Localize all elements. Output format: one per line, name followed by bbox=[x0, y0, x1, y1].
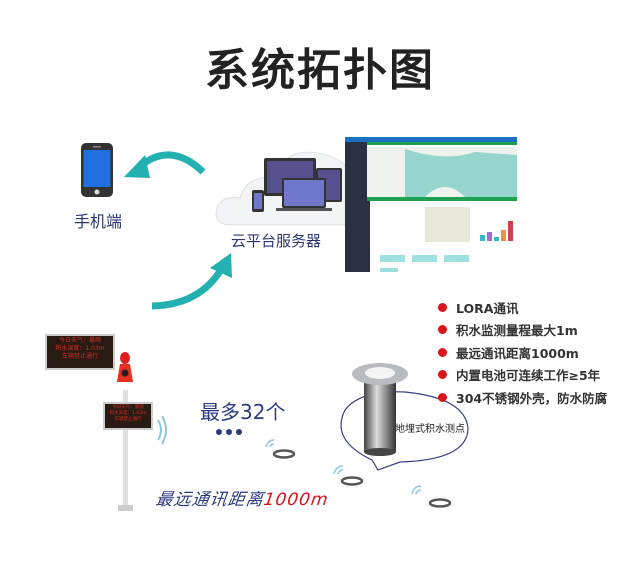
led-line: 车辆禁止通行 bbox=[61, 353, 98, 360]
bullet-icon bbox=[438, 302, 447, 312]
mobile-label: 手机端 bbox=[74, 212, 123, 231]
led-line: 今日天气：暴雨 bbox=[58, 337, 101, 344]
page-title: 系统拓扑图 bbox=[205, 45, 435, 96]
led-line: 车辆禁止通行 bbox=[114, 417, 142, 422]
feature-item: 积水监测量程最大1m bbox=[438, 319, 607, 342]
sensor-node bbox=[265, 439, 296, 459]
feature-text: LORA通讯 bbox=[456, 300, 519, 316]
led-line: 积水深度：1.03m bbox=[109, 411, 147, 416]
range-prefix: 最远通讯距离 bbox=[154, 490, 266, 510]
led-display-small: 今日天气：暴雨 积水深度：1.03m 车辆禁止通行 bbox=[103, 402, 153, 430]
feature-list: LORA通讯 积水监测量程最大1m 最远通讯距离1000m 内置电池可连续工作≥… bbox=[438, 296, 607, 409]
dashboard-screenshot bbox=[345, 137, 517, 272]
arrow-to-cloud bbox=[151, 266, 226, 310]
cloud-devices-icon bbox=[215, 151, 368, 226]
bullet-icon bbox=[438, 325, 447, 335]
feature-text: 积水监测量程最大1m bbox=[456, 323, 578, 339]
feature-item: 304不锈钢外壳，防水防腐 bbox=[438, 386, 607, 409]
sensor-node bbox=[333, 465, 364, 486]
feature-text: 内置电池可连续工作≥5年 bbox=[456, 368, 601, 384]
arrow-head-mobile bbox=[124, 155, 150, 178]
bullet-icon bbox=[438, 392, 447, 402]
speech-bubble bbox=[340, 391, 469, 471]
bullet-icon bbox=[438, 347, 447, 357]
feature-item: 最远通讯距离1000m bbox=[438, 341, 607, 364]
sensor-label: 地埋式积水测点 bbox=[395, 424, 465, 435]
wifi-icon bbox=[157, 415, 167, 445]
range-value: 1000m bbox=[262, 490, 330, 510]
ellipsis-icon bbox=[216, 429, 242, 435]
feature-item: LORA通讯 bbox=[438, 296, 607, 319]
feature-text: 最远通讯距离1000m bbox=[456, 345, 579, 361]
cloud-label: 云平台服务器 bbox=[231, 232, 322, 250]
bullet-icon bbox=[438, 370, 447, 380]
led-line: 积水深度：1.03m bbox=[55, 345, 105, 352]
max-nodes-label: 最多32个 bbox=[200, 400, 286, 424]
buried-sensor-icon bbox=[352, 363, 408, 456]
led-line: 今日天气：暴雨 bbox=[112, 405, 144, 410]
sensor-node bbox=[411, 485, 452, 508]
alarm-pole-icon bbox=[117, 352, 167, 511]
arrow-head-cloud bbox=[210, 253, 232, 278]
feature-text: 304不锈钢外壳，防水防腐 bbox=[456, 390, 608, 406]
range-label: 最远通讯距离1000m bbox=[154, 485, 330, 510]
smartphone-icon bbox=[81, 143, 113, 197]
feature-item: 内置电池可连续工作≥5年 bbox=[438, 364, 607, 387]
led-display-large: 今日天气：暴雨 积水深度：1.03m 车辆禁止通行 bbox=[45, 334, 115, 370]
